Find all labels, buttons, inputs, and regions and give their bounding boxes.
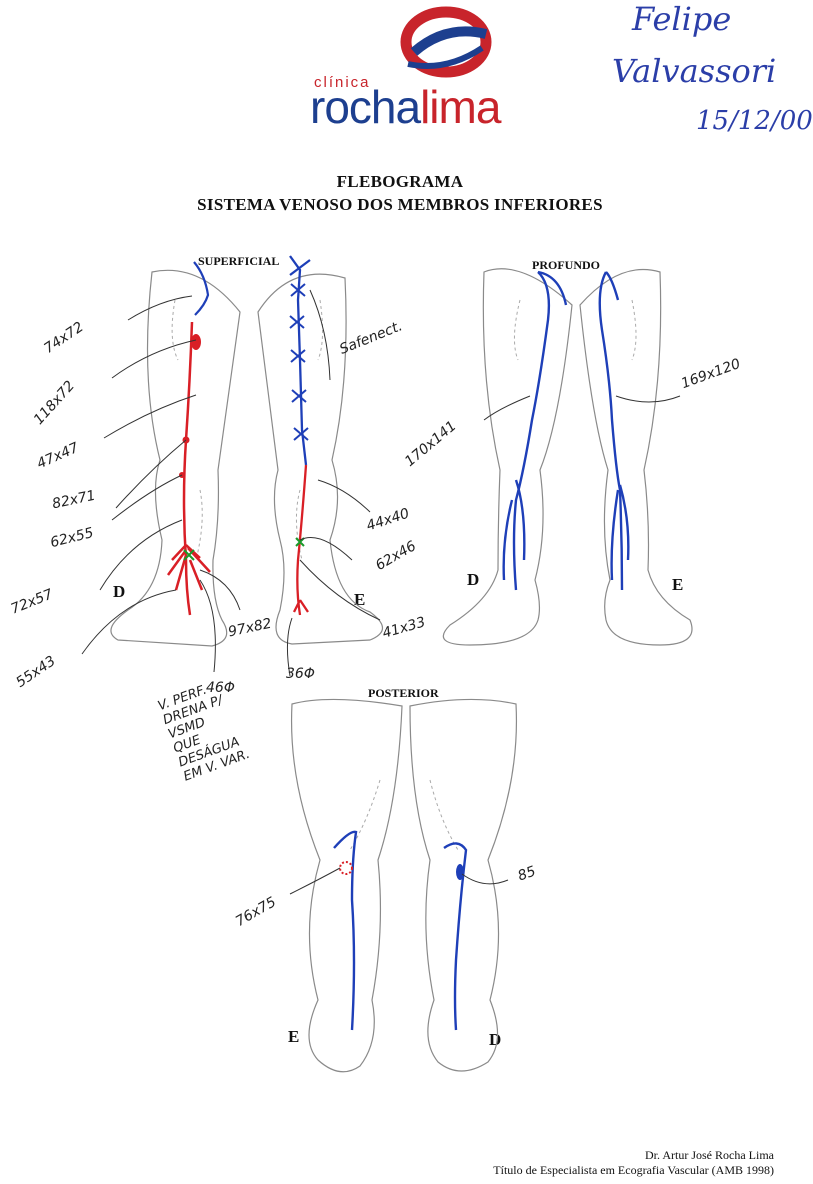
profundo-leg-e-outline bbox=[579, 268, 693, 646]
profundo-leg-d-outline bbox=[442, 268, 573, 646]
clinic-logo: clínica rochalima bbox=[300, 4, 570, 134]
annotation-36phi: 36Φ bbox=[286, 666, 315, 682]
logo-small-text: clínica bbox=[314, 74, 371, 91]
logo-emblem-icon bbox=[400, 6, 492, 78]
superficial-side-right: E bbox=[354, 590, 366, 609]
page-subtitle: SISTEMA VENOSO DOS MEMBROS INFERIORES bbox=[197, 195, 603, 214]
superficial-leg-e-outline bbox=[257, 273, 384, 645]
posterior-d-dilation bbox=[456, 864, 464, 880]
superficial-d-blue-segment bbox=[193, 261, 210, 316]
annotation-46phi: 46Φ bbox=[206, 680, 235, 696]
handwritten-date: 15/12/00 bbox=[696, 106, 813, 136]
profundo-label: PROFUNDO bbox=[532, 258, 600, 272]
superficial-side-left: D bbox=[113, 582, 126, 601]
posterior-e-lesion bbox=[339, 861, 353, 875]
handwritten-name-line1: Felipe bbox=[632, 0, 732, 38]
handwritten-name-line2: Valvassori bbox=[612, 52, 777, 90]
footer-credential: Título de Especialista em Ecografia Vasc… bbox=[493, 1163, 774, 1177]
superficial-label: SUPERFICIAL bbox=[198, 254, 280, 268]
superficial-leg-d-outline bbox=[110, 269, 241, 647]
posterior-label: POSTERIOR bbox=[368, 686, 439, 700]
safenectomy-marks bbox=[289, 283, 309, 441]
logo-brand-text: rochalima bbox=[310, 81, 501, 133]
posterior-veins bbox=[333, 830, 468, 1031]
profundo-side-right: E bbox=[672, 575, 684, 594]
posterior-side-left: E bbox=[288, 1027, 300, 1046]
posterior-leg-d-outline bbox=[409, 698, 518, 1072]
page-title: FLEBOGRAMA bbox=[336, 172, 464, 191]
footer-doctor-name: Dr. Artur José Rocha Lima bbox=[645, 1148, 774, 1162]
posterior-side-right: D bbox=[489, 1030, 502, 1049]
profundo-side-left: D bbox=[467, 570, 480, 589]
profundo-veins bbox=[502, 270, 630, 591]
posterior-leg-e-outline bbox=[290, 698, 403, 1073]
superficial-e-red-veins bbox=[292, 464, 309, 616]
leg-outlines bbox=[110, 268, 693, 1073]
knee-guides bbox=[171, 299, 637, 851]
superficial-d-green-marker bbox=[183, 549, 195, 561]
annotation-arrows bbox=[81, 289, 681, 895]
superficial-d-dilation-1 bbox=[191, 334, 201, 350]
